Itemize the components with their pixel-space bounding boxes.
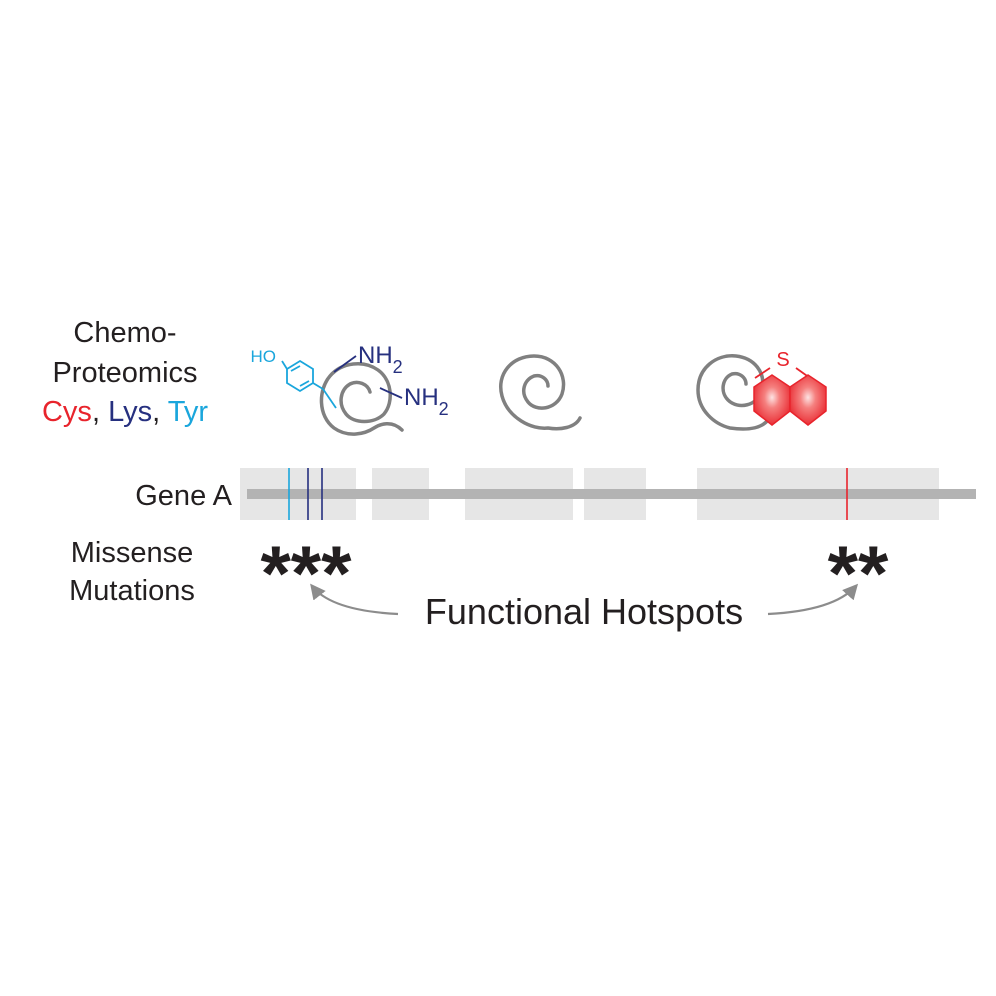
- lys-amine-subscript: 2: [439, 399, 449, 419]
- residue-lys: Lys: [108, 396, 152, 428]
- residue-tyr: Tyr: [168, 396, 209, 428]
- mutation-stars-right: **: [828, 529, 889, 617]
- residue-separator: ,: [152, 396, 168, 428]
- gene-label: Gene A: [135, 480, 232, 512]
- naphthalene-probe-icon: [753, 367, 827, 426]
- residue-legend: Cys, Lys, Tyr: [42, 396, 208, 428]
- cys-sulfur-label: S: [776, 349, 789, 371]
- residue-separator: ,: [92, 396, 108, 428]
- tyr-hydroxyl-label: HO: [251, 347, 277, 366]
- lys-amine-text: NH: [404, 384, 439, 411]
- chemo-label-line2: Proteomics: [52, 357, 197, 389]
- chemo-label-line1: Chemo-: [73, 317, 176, 349]
- protein-coil-icon: [499, 354, 582, 431]
- lys-amine-label: NH2: [358, 342, 403, 377]
- lys-amine-label: NH2: [404, 384, 449, 419]
- missense-label-line2: Mutations: [69, 575, 195, 607]
- protein-coil-icon: [319, 362, 404, 436]
- tyrosine-phenol-icon: [281, 359, 337, 409]
- curved-arrow-icon: [310, 583, 399, 616]
- lysine-amine-icon: [333, 355, 403, 399]
- residue-cys: Cys: [42, 396, 92, 428]
- hotspots-label: Functional Hotspots: [425, 591, 743, 632]
- lys-amine-text: NH: [358, 342, 393, 369]
- protein-coil-icon: [696, 354, 770, 431]
- curved-arrow-icon: [767, 583, 859, 616]
- lys-amine-subscript: 2: [393, 357, 403, 377]
- missense-label-line1: Missense: [71, 537, 194, 569]
